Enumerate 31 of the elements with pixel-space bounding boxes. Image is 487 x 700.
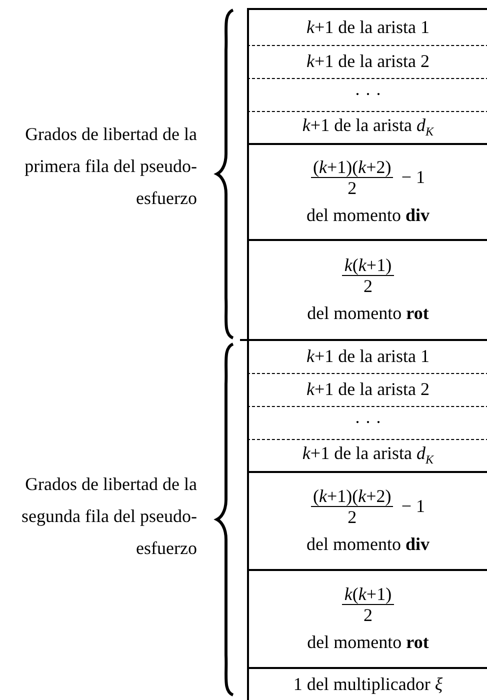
cell-text: del momento rot — [307, 302, 429, 324]
cell-text: · · · — [354, 84, 382, 106]
cell-text: k+1 de la arista d$_{K}$ — [302, 115, 434, 139]
cell-text: del momento rot — [307, 632, 429, 654]
table-cell — [247, 240, 487, 341]
formula-term: − 1 — [401, 166, 425, 188]
table-cell — [247, 78, 487, 112]
table-cell — [247, 144, 487, 241]
table-cell — [247, 406, 487, 440]
group-label: Grados de libertad de la primera fila del pseudo-esfuerzo — [24, 123, 197, 210]
cell-text: del momento div — [306, 534, 430, 556]
cell-text: del momento div — [306, 204, 430, 226]
table-cell — [247, 45, 487, 79]
table-cell — [247, 111, 487, 145]
table-cell — [247, 439, 487, 473]
cell-text: k+1 de la arista d$_{K}$ — [302, 443, 434, 467]
cell-text: k+1 de la arista 2 — [306, 378, 430, 400]
cell-text: k+1 de la arista 1 — [306, 346, 430, 368]
fraction: k(k+1) 2 — [342, 254, 394, 297]
cell-text: · · · — [354, 412, 382, 434]
cell-text: k+1 de la arista 2 — [306, 50, 430, 72]
fraction: k(k+1) 2 — [342, 584, 394, 626]
formula-term: − 1 — [401, 496, 425, 518]
table-cell — [247, 373, 487, 407]
cell-text: 1 del multiplicador ξ — [293, 674, 443, 696]
table-cell — [247, 340, 487, 374]
table-cell — [247, 472, 487, 571]
group-label: Grados de libertad de la segunda fila del pseudo-esfuerzo — [20, 473, 197, 560]
table-cell — [247, 8, 487, 46]
cell-text: k+1 de la arista 1 — [306, 16, 430, 38]
table-cell — [247, 570, 487, 669]
